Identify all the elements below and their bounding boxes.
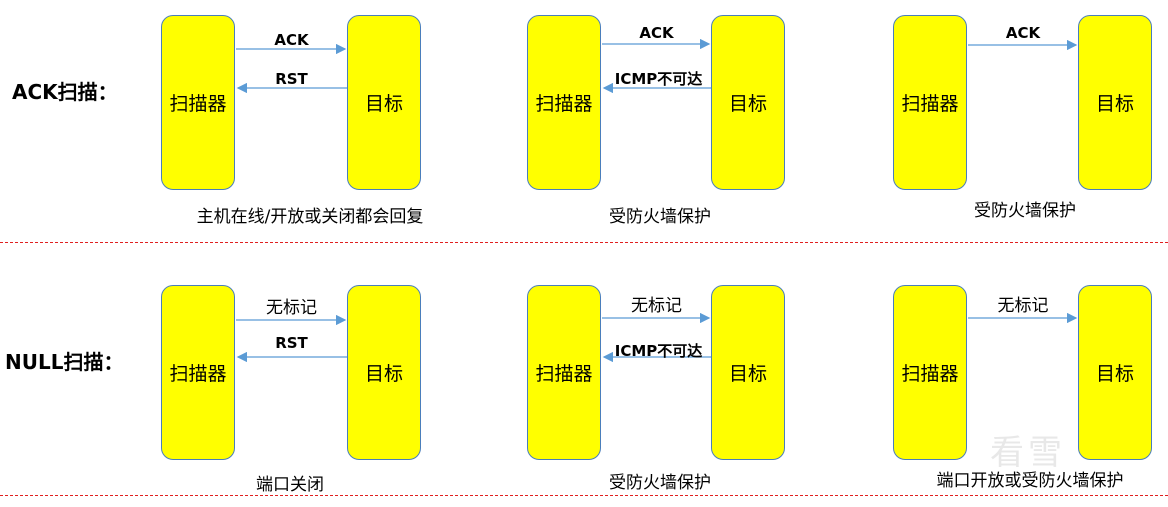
target-box: 目标 <box>347 285 421 460</box>
target-box: 目标 <box>347 15 421 190</box>
scanner-box: 扫描器 <box>527 285 601 460</box>
reply-label: ICMP不可达 <box>614 342 703 360</box>
panel-caption: 端口关闭 <box>256 475 324 495</box>
target-box: 目标 <box>1078 15 1152 190</box>
panel-caption: 主机在线/开放或关闭都会回复 <box>196 207 424 227</box>
watermark-logo: 看雪 <box>990 433 1066 473</box>
divider-line <box>0 495 1168 496</box>
panel-caption: 端口开放或受防火墙保护 <box>936 471 1124 491</box>
row-label-ack: ACK扫描： <box>12 80 118 104</box>
scanner-box: 扫描器 <box>893 285 967 460</box>
forward-label: ACK <box>1005 24 1041 42</box>
forward-label: 无标记 <box>997 296 1049 316</box>
divider-line <box>0 242 1168 243</box>
panel-caption: 受防火墙保护 <box>609 207 711 227</box>
scanner-box: 扫描器 <box>527 15 601 190</box>
row-label-null: NULL扫描： <box>5 350 124 374</box>
forward-label: ACK <box>639 24 674 42</box>
target-box: 目标 <box>711 15 785 190</box>
target-box: 目标 <box>711 285 785 460</box>
scanner-box: 扫描器 <box>161 15 235 190</box>
reply-label: RST <box>275 334 308 352</box>
forward-label: 无标记 <box>631 296 682 316</box>
forward-label: ACK <box>274 31 309 49</box>
panel-caption: 受防火墙保护 <box>974 201 1076 221</box>
panel-caption: 受防火墙保护 <box>609 473 711 493</box>
forward-label: 无标记 <box>266 298 317 318</box>
reply-label: RST <box>275 70 308 88</box>
target-box: 目标 <box>1078 285 1152 460</box>
reply-label: ICMP不可达 <box>614 70 703 88</box>
scanner-box: 扫描器 <box>893 15 967 190</box>
scanner-box: 扫描器 <box>161 285 235 460</box>
